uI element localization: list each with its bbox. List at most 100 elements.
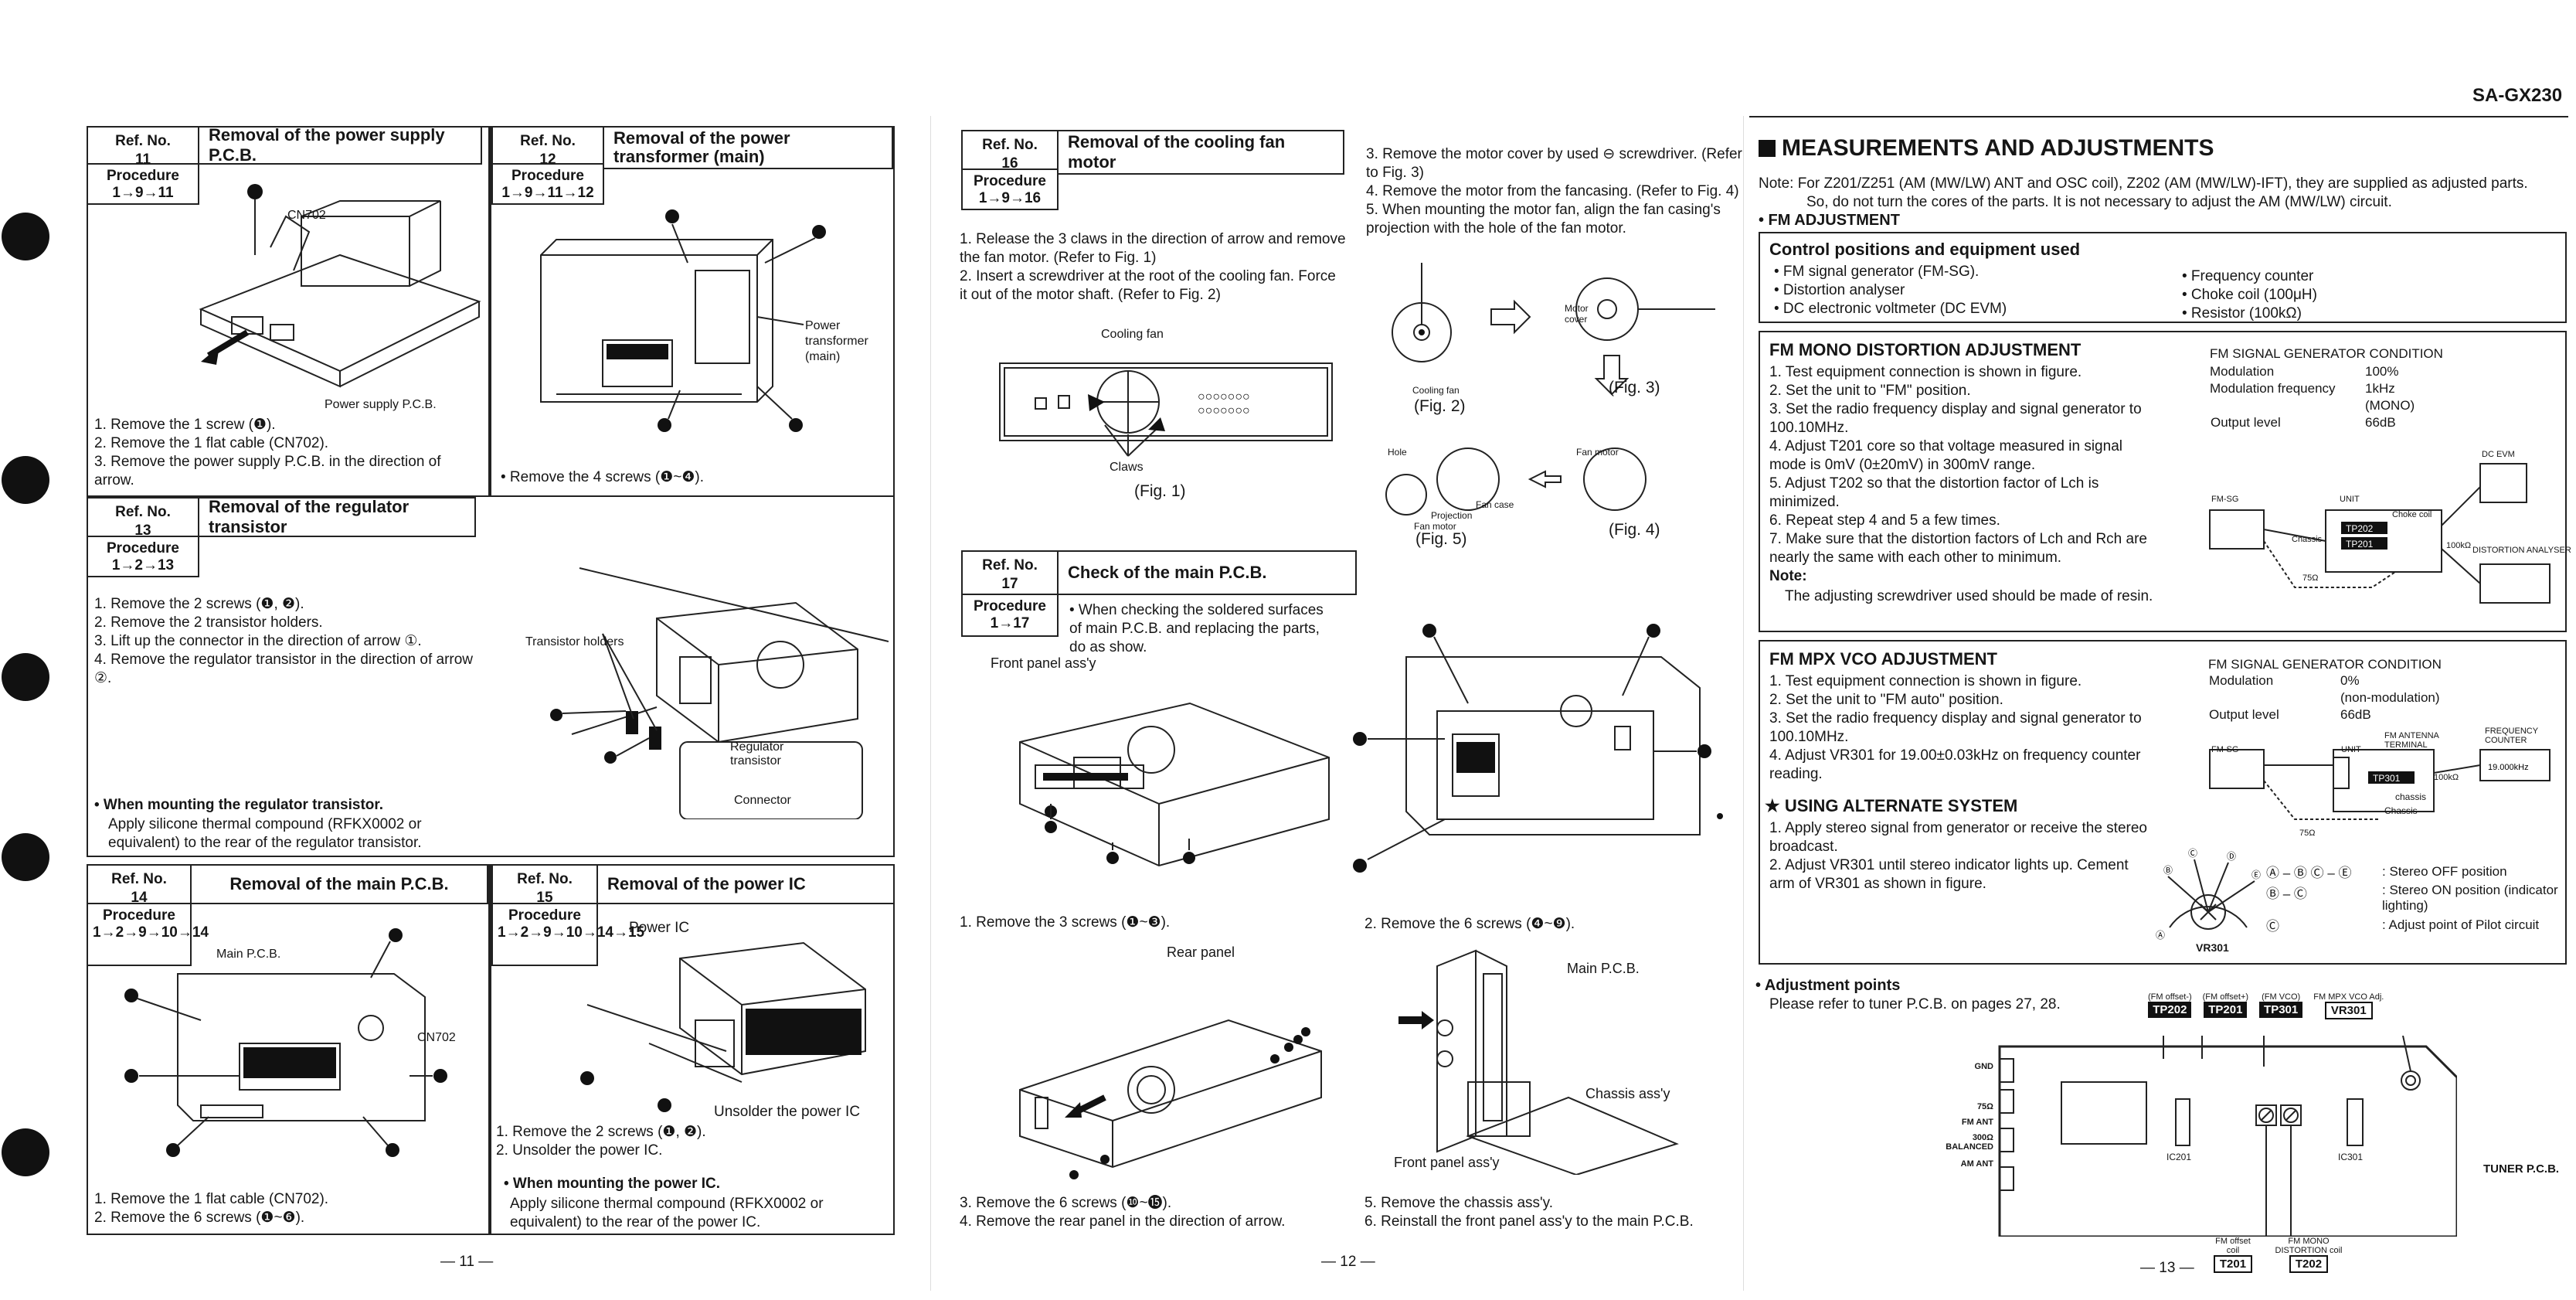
adj-top-labels: (FM offset-)TP202 (FM offset+)TP201 (FM …	[2148, 992, 2384, 1019]
fm-mono-connection-diagram: TP202 TP201	[2209, 463, 2551, 604]
page-number-11: — 11 —	[440, 1254, 494, 1270]
heading-square-icon	[1759, 140, 1776, 157]
sec14-label-main-pcb: Main P.C.B.	[216, 948, 281, 961]
meas-note-2: So, do not turn the cores of the parts. …	[1806, 194, 2392, 210]
step: 5. When mounting the motor fan, align th…	[1366, 202, 1721, 237]
alternate-system-steps: 1. Apply stereo signal from generator or…	[1769, 819, 2156, 893]
equipment-item: • FM signal generator (FM-SG).	[1774, 264, 1980, 280]
svg-text:Ⓑ: Ⓑ	[2163, 865, 2173, 876]
step: 4. Adjust T201 core so that voltage meas…	[1769, 438, 2122, 473]
sec17-fig3	[1019, 1019, 1322, 1179]
sec17-label-rear-panel: Rear panel	[1167, 944, 1235, 960]
fm-vco-steps: 1. Test equipment connection is shown in…	[1769, 672, 2153, 784]
mono-label-choke: Choke coil	[2392, 510, 2432, 519]
svg-text:Ⓔ: Ⓔ	[2251, 870, 2261, 880]
page-number-12: — 12 —	[1321, 1254, 1375, 1270]
step: 2. Unsolder the power IC.	[496, 1142, 663, 1159]
sec13-mount-head: • When mounting the regulator transistor…	[94, 797, 383, 813]
svg-text:19.000kHz: 19.000kHz	[2488, 763, 2529, 772]
control-positions-box	[1759, 232, 2567, 323]
sec17-steps-br: 5. Remove the chassis ass'y. 6. Reinstal…	[1364, 1194, 1751, 1231]
mono-label-dc-evm: DC EVM	[2482, 450, 2515, 459]
sec11-frame	[87, 126, 490, 497]
sec13-steps: 1. Remove the 2 screws (❶, ❷). 2. Remove…	[94, 595, 481, 688]
control-equipment-left: • FM signal generator (FM-SG). • Distort…	[1774, 263, 2007, 318]
control-positions-heading: Control positions and equipment used	[1769, 240, 2081, 259]
step: 3. Lift up the connector in the directio…	[94, 633, 422, 649]
page-divider	[1743, 116, 1744, 1291]
svg-text:TP201: TP201	[2346, 539, 2374, 550]
sec17-label-front-panel-2: Front panel ass'y	[1394, 1155, 1500, 1170]
fm-vco-heading: FM MPX VCO ADJUSTMENT	[1769, 649, 1997, 669]
vco-label-fm-antenna: FM ANTENNA TERMINAL	[2384, 731, 2439, 750]
step: 2. Remove the 1 flat cable (CN702).	[94, 435, 329, 451]
adj-ic301: IC301	[2338, 1152, 2364, 1162]
sec12-frame	[490, 126, 895, 497]
sec13-title: Removal of the regulator transistor	[198, 497, 476, 537]
sec11-figure	[199, 184, 481, 388]
sec16-label-fan-motor-2: Fan motor	[1576, 447, 1619, 458]
vco-label-freq-counter: FREQUENCY COUNTER	[2485, 727, 2538, 745]
sec13-label-connector: Connector	[734, 794, 791, 807]
step: 7. Make sure that the distortion factors…	[1769, 531, 2147, 566]
sec15-steps: 1. Remove the 2 screws (❶, ❷). 2. Unsold…	[496, 1123, 882, 1160]
equipment-item: • Resistor (100kΩ)	[2182, 305, 2302, 322]
sec17-steps-bl: 3. Remove the 6 screws (❿~⓯). 4. Remove …	[960, 1194, 1346, 1231]
step: 2. Set the unit to "FM auto" position.	[1769, 692, 2003, 708]
sec16-label-fan-motor: Fan motor	[1414, 521, 1456, 532]
mono-label-fm-sg: FM-SG	[2211, 495, 2239, 504]
sec17-fig2	[1353, 624, 1723, 873]
svg-text:○○○○○○○: ○○○○○○○	[1198, 390, 1250, 403]
svg-text:Ⓓ: Ⓓ	[2227, 851, 2236, 862]
adj-tp201: (FM offset+)TP201	[2202, 992, 2249, 1018]
sg-condition-vco-heading: FM SIGNAL GENERATOR CONDITION	[2208, 657, 2442, 672]
svg-text:○○○○○○○: ○○○○○○○	[1198, 404, 1250, 417]
sec16-fig1: ○○○○○○○ ○○○○○○○	[999, 362, 1333, 457]
adj-vr301: FM MPX VCO Adj.VR301	[2313, 992, 2384, 1019]
punch-hole	[2, 1128, 49, 1176]
sec16-steps-right: 3. Remove the motor cover by used ⊖ scre…	[1366, 145, 1745, 238]
sec13-label-regulator: Regulator transistor	[730, 740, 784, 767]
sec16-label-cooling-fan: Cooling fan	[1101, 328, 1164, 341]
sec17-intro: • When checking the soldered surfaces of…	[1069, 602, 1324, 655]
sec13-mount-text: Apply silicone thermal compound (RFKX000…	[108, 816, 422, 851]
fm-adjustment-label: • FM ADJUSTMENT	[1759, 212, 1900, 229]
vco-label-100k: 100kΩ	[2434, 773, 2459, 782]
sec12-label-transformer: Power transformer (main)	[805, 319, 868, 363]
sec16-fig3-caption: (Fig. 3)	[1609, 379, 1660, 396]
step: 1. Remove the 2 screws (❶, ❷).	[496, 1124, 706, 1140]
sec17-refno: Ref. No.17	[961, 550, 1059, 595]
step: 4. Remove the regulator transistor in th…	[94, 652, 474, 686]
sec16-title: Removal of the cooling fan motor	[1057, 130, 1344, 175]
sec17-label-chassis: Chassis ass'y	[1585, 1086, 1670, 1101]
sec15-label-power-ic: Power IC	[629, 920, 690, 936]
adj-ic201: IC201	[2166, 1152, 2192, 1162]
sec14-label-cn702: CN702	[417, 1031, 456, 1044]
step: 6. Repeat step 4 and 5 a few times.	[1769, 512, 2000, 529]
step: 1. Remove the 1 screw (❶).	[94, 417, 276, 433]
fm-mono-steps: 1. Test equipment connection is shown in…	[1769, 363, 2153, 567]
vco-label-fm-sg: FM-SG	[2211, 745, 2239, 754]
step: 3. Remove the motor cover by used ⊖ scre…	[1366, 146, 1742, 181]
step: 3. Remove the power supply P.C.B. in the…	[94, 454, 441, 488]
punch-hole	[2, 833, 49, 881]
tuner-pcb-label: TUNER P.C.B.	[2483, 1162, 2560, 1176]
step: 5. Remove the chassis ass'y.	[1364, 1195, 1554, 1211]
sec16-label-claws: Claws	[1110, 461, 1144, 474]
sec16-label-hole: Hole	[1388, 447, 1407, 458]
fm-mono-note-head: Note:	[1769, 568, 1807, 584]
sec11-label-cn702: CN702	[287, 209, 326, 222]
punch-hole	[2, 456, 49, 504]
sec13-label-holders: Transistor holders	[525, 635, 624, 648]
meas-heading: MEASUREMENTS AND ADJUSTMENTS	[1759, 135, 2214, 162]
meas-note-1: Note: For Z201/Z251 (AM (MW/LW) ANT and …	[1759, 175, 2528, 192]
sec14-figure	[124, 928, 447, 1157]
sec12-figure	[540, 209, 826, 432]
adjustment-points-heading: • Adjustment points	[1755, 977, 1901, 994]
sec15-figure	[580, 941, 866, 1112]
